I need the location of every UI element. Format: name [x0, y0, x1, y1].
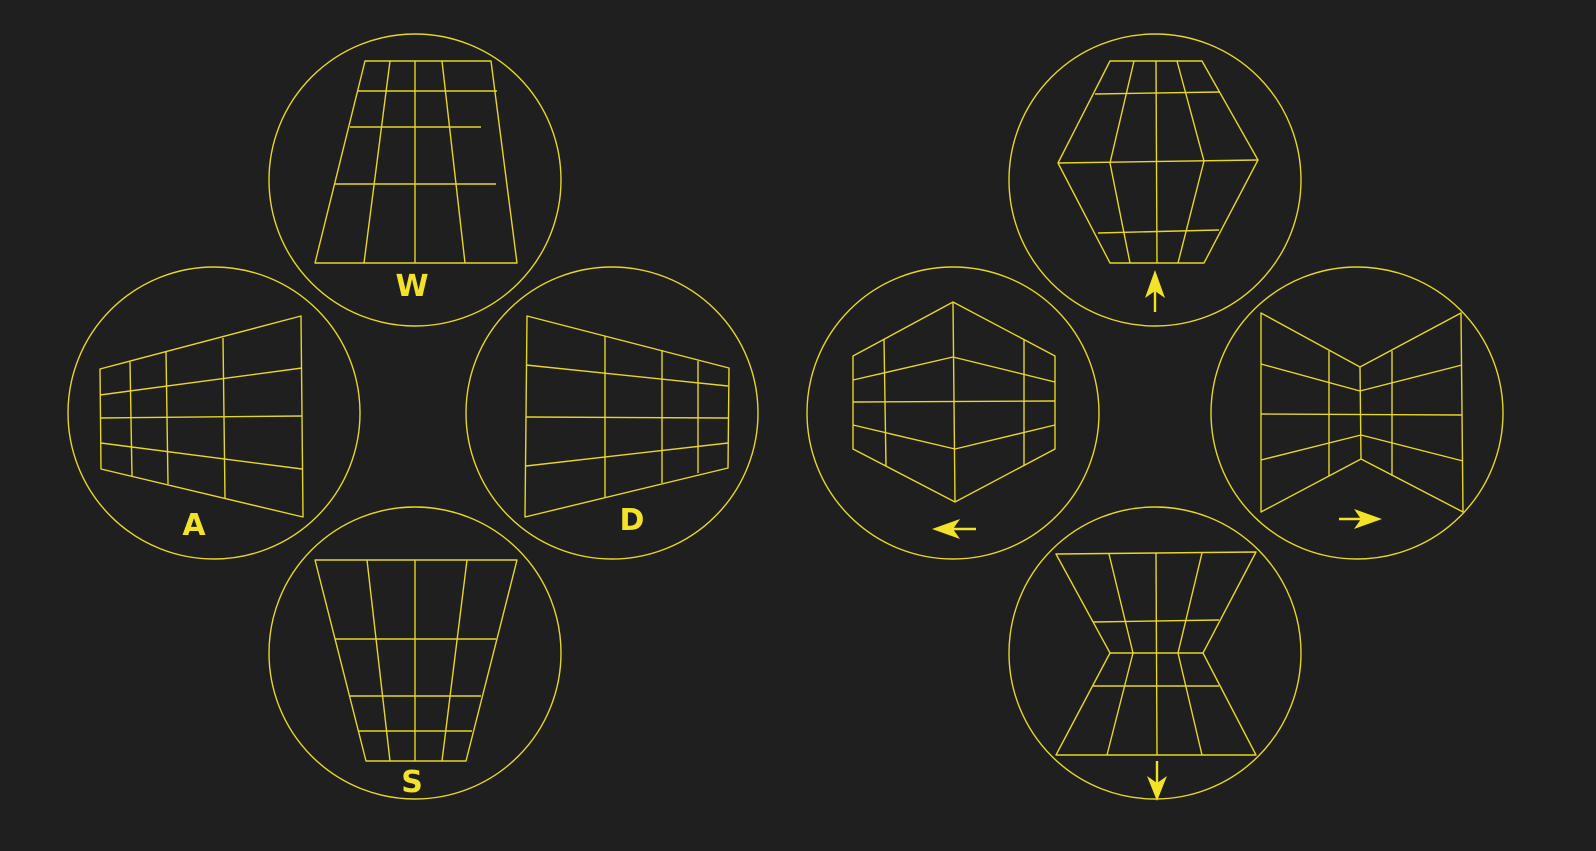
key-w-label: W: [395, 269, 428, 304]
key-d-ring: [465, 266, 759, 560]
key-a-panel: A: [67, 266, 361, 560]
grid-right-icon: [524, 315, 730, 518]
grid-hourglass-down-icon: [1055, 551, 1257, 756]
key-s-ring: [268, 506, 562, 800]
arrow-down-icon: [1147, 761, 1167, 801]
arrow-left-icon: [932, 519, 976, 539]
arrow-left-ring: [806, 266, 1100, 560]
key-a-label: A: [182, 508, 206, 543]
key-w-panel: W: [268, 33, 562, 327]
arrow-up-ring: [1008, 33, 1302, 327]
key-w-ring: [268, 33, 562, 327]
grid-hexagon-left-icon: [852, 301, 1056, 503]
arrow-right-panel: [1210, 266, 1504, 560]
arrow-right-icon: [1339, 509, 1382, 529]
key-d-label: D: [620, 503, 645, 538]
arrow-right-ring: [1210, 266, 1504, 560]
grid-forward-icon: [314, 60, 518, 264]
grid-bowtie-right-icon: [1260, 312, 1464, 513]
grid-left-icon: [99, 315, 304, 518]
arrow-up-icon: [1145, 270, 1165, 312]
arrow-left-panel: [806, 266, 1100, 560]
arrow-down-ring: [1008, 506, 1302, 800]
key-d-panel: D: [465, 266, 759, 560]
arrow-up-panel: [1008, 33, 1302, 327]
key-s-label: S: [401, 765, 423, 800]
grid-hexagon-top-icon: [1057, 60, 1259, 264]
key-s-panel: S: [268, 506, 562, 800]
grid-backward-icon: [314, 559, 518, 762]
wasd-group: W A: [67, 33, 759, 800]
arrow-keys-group: [806, 33, 1504, 801]
key-a-ring: [67, 266, 361, 560]
arrow-down-panel: [1008, 506, 1302, 801]
